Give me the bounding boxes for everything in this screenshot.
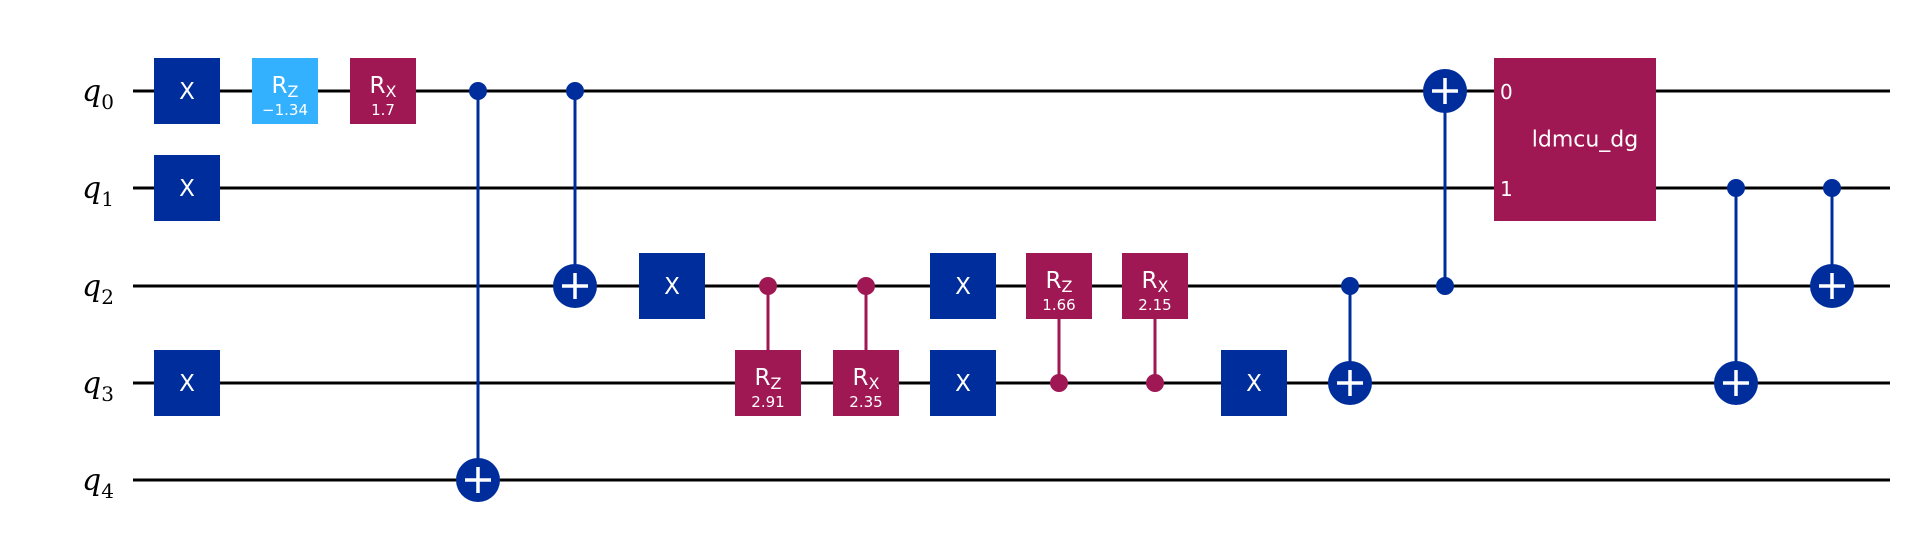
gate-single: X <box>930 253 996 319</box>
control-dot <box>1727 179 1745 197</box>
gate-label: X <box>179 79 195 105</box>
rotation-gate-box <box>252 58 318 124</box>
controlled-rotation-box <box>735 350 801 416</box>
gate-label: RZ <box>755 365 782 393</box>
gate-param: 1.66 <box>1042 296 1075 314</box>
gate-param: 2.15 <box>1138 296 1171 314</box>
multi-qubit-gate-box <box>1494 58 1656 221</box>
gate-single: X <box>1221 350 1287 416</box>
qubit-label: q2 <box>82 269 114 309</box>
gate-rot: RX1.7 <box>350 58 416 124</box>
gate-cx <box>553 82 597 308</box>
gate-label: RZ <box>272 73 299 101</box>
gate-cx <box>1328 277 1372 405</box>
x-gate-box <box>930 253 996 319</box>
control-dot <box>469 82 487 100</box>
gate-cx <box>1714 179 1758 405</box>
gate-label: ldmcu_dg <box>1532 128 1638 153</box>
gate-label: X <box>664 274 680 300</box>
gate-label: X <box>955 274 971 300</box>
x-gate-box <box>154 155 220 221</box>
gate-single: X <box>154 58 220 124</box>
controlled-rotation-box <box>833 350 899 416</box>
qubit-label: q0 <box>82 74 114 114</box>
qubit-label: q3 <box>82 366 114 406</box>
gate-crot: RZ1.66 <box>1026 253 1092 392</box>
gate-cx <box>1423 69 1467 295</box>
gate-label: X <box>955 371 971 397</box>
controlled-rotation-box <box>1026 253 1092 319</box>
control-dot <box>1050 374 1068 392</box>
control-dot <box>1341 277 1359 295</box>
rotation-gate-box <box>350 58 416 124</box>
gate-label: RX <box>1142 268 1169 296</box>
x-gate-box <box>639 253 705 319</box>
x-gate-box <box>154 58 220 124</box>
control-dot <box>1146 374 1164 392</box>
gate-label: X <box>179 176 195 202</box>
x-gate-box <box>1221 350 1287 416</box>
gate-label: RX <box>370 73 397 101</box>
control-dot <box>857 277 875 295</box>
gate-single: X <box>154 350 220 416</box>
gate-cx <box>456 82 500 502</box>
control-dot <box>566 82 584 100</box>
controlled-rotation-box <box>1122 253 1188 319</box>
control-dot <box>759 277 777 295</box>
x-gate-box <box>930 350 996 416</box>
gate-crot: RX2.35 <box>833 277 899 416</box>
gate-crot: RX2.15 <box>1122 253 1188 392</box>
gate-single: X <box>930 350 996 416</box>
gate-label: X <box>1246 371 1262 397</box>
gate-label: X <box>179 371 195 397</box>
gate-single: X <box>639 253 705 319</box>
gate-param: −1.34 <box>262 101 308 119</box>
control-dot <box>1823 179 1841 197</box>
control-dot <box>1436 277 1454 295</box>
gate-rot: RZ−1.34 <box>252 58 318 124</box>
gate-crot: RZ2.91 <box>735 277 801 416</box>
gate-param: 2.91 <box>751 393 784 411</box>
gate-param: 2.35 <box>849 393 882 411</box>
x-gate-box <box>154 350 220 416</box>
gate-port-label: 0 <box>1500 80 1513 104</box>
qubit-label: q1 <box>82 171 114 211</box>
gate-multi: 0 1 ldmcu_dg <box>1494 58 1656 221</box>
gate-single: X <box>154 155 220 221</box>
gate-label: RX <box>853 365 880 393</box>
qubit-label: q4 <box>82 463 114 503</box>
gate-param: 1.7 <box>371 101 395 119</box>
gate-port-label: 1 <box>1500 177 1513 201</box>
gate-cx <box>1810 179 1854 308</box>
gate-label: RZ <box>1046 268 1073 296</box>
